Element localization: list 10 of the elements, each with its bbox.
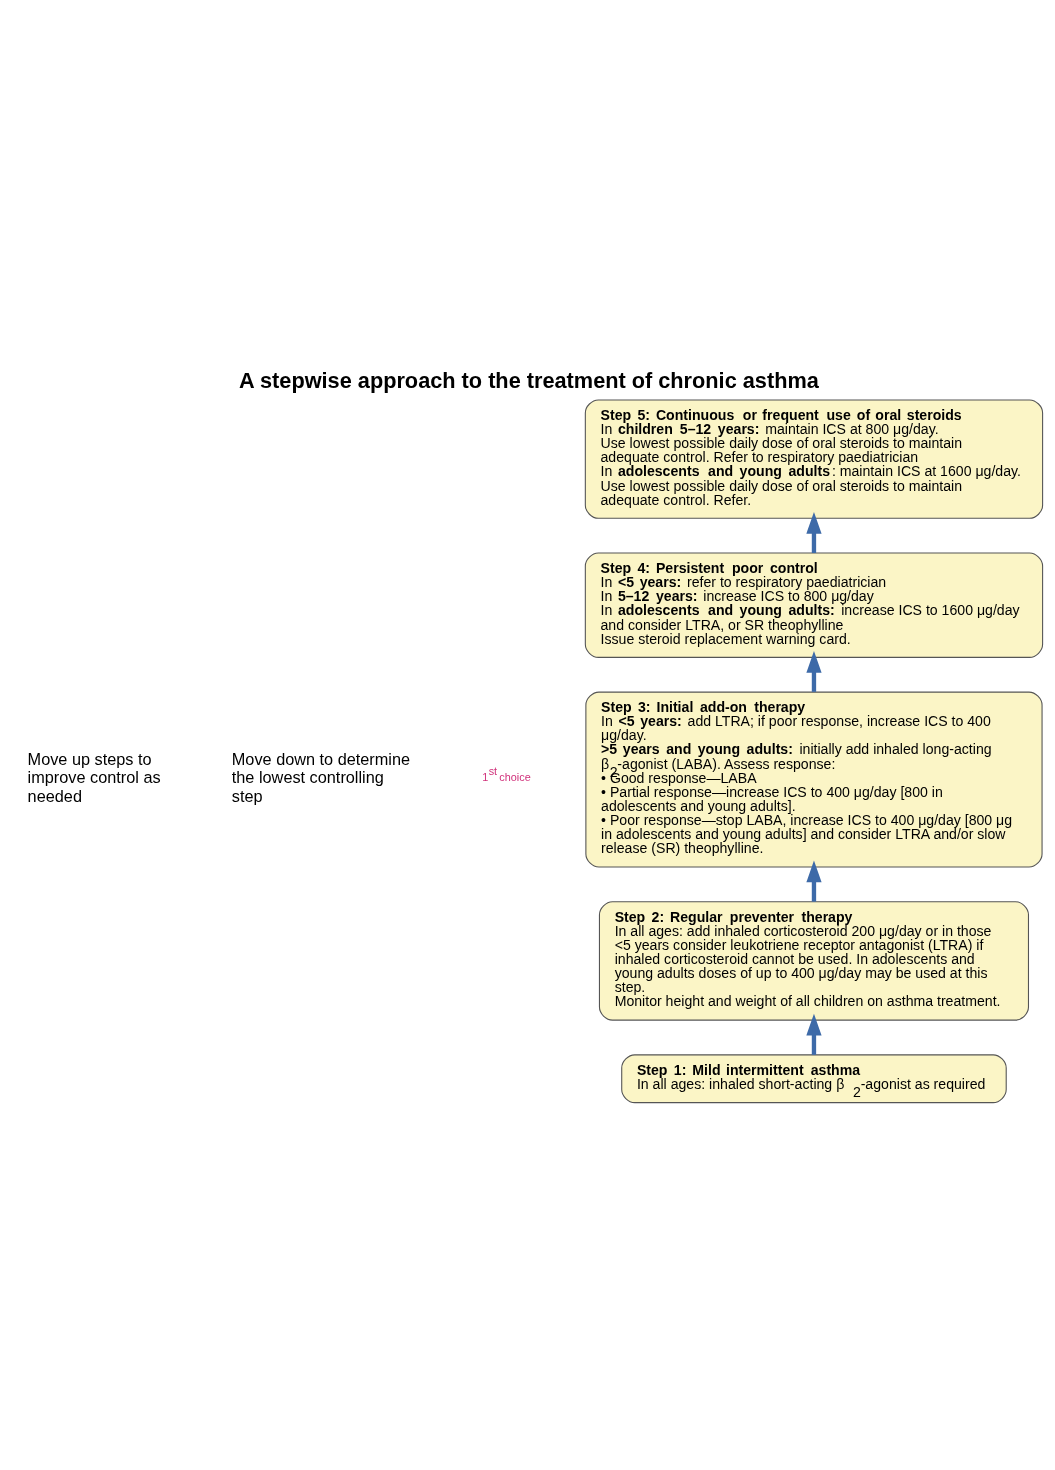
node-box: Step 5: Continuous or frequent use of oral steroids In children 5–12 years: maintain ICS at 800 μg/day. Use lowest possible daily dose of oral steroids to maintain adequate control. Refer to respiratory paediatrician In adolescents and young adults: maintain ICS at 1600 μg/day. Use lowest possible daily dose of oral steroids to maintain adequate control. Refer. bbox=[584, 399, 1044, 519]
arrow bbox=[806, 651, 822, 692]
node-box: Step 2: Regular preventer therapy In all ages: add inhaled corticosteroid 200 μg/day or in those <5 years consider leukotriene receptor antagonist (LTRA) if inhaled corticosteroid cannot be used. In adolescents and young adults doses of up to 400 μg/day may be used at this step. Monitor height and weight of all children on asthma treatment. bbox=[598, 901, 1030, 1021]
arrow bbox=[806, 1013, 822, 1055]
label: Move up steps to improve control as needed bbox=[27, 749, 161, 805]
node-box: Step 4: Persistent poor control In <5 years: refer to respiratory paediatrician In 5–12 years: increase ICS to 800 μg/day In adolescents and young adults: increase ICS to 1600 μg/day and consider LTRA, or SR theophylline Issue steroid replacement warning card. bbox=[584, 552, 1044, 658]
arrow bbox=[806, 860, 822, 902]
arrow bbox=[806, 511, 822, 553]
diagram-title: A stepwise approach to the treatment of chronic asthma bbox=[239, 367, 819, 393]
label: Move down to determine the lowest controlling step bbox=[231, 749, 411, 805]
